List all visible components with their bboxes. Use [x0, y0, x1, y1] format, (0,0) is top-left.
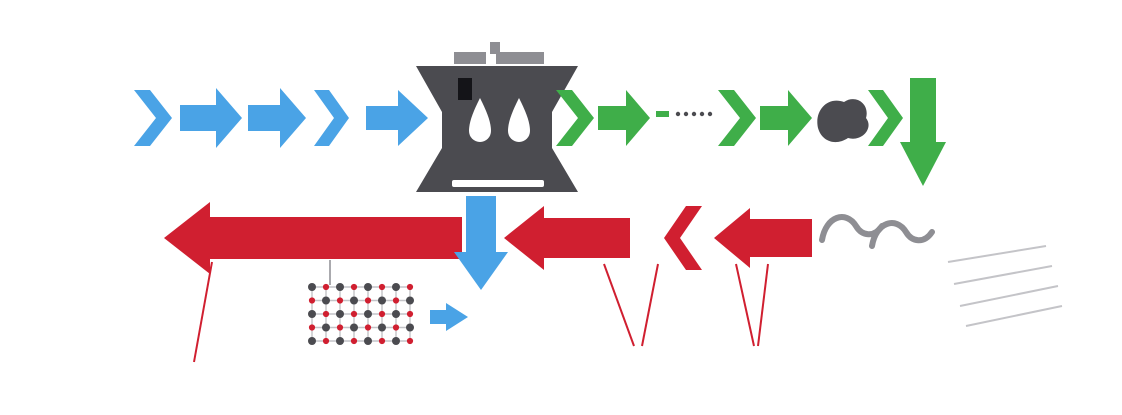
layer-lines-icon	[947, 245, 1063, 327]
lattice-atom-dark	[350, 296, 358, 305]
lattice-atom-red	[322, 310, 330, 318]
powder-blob-icon	[817, 99, 869, 143]
lattice-atom-dark	[392, 283, 400, 291]
lattice-atom-red	[336, 324, 344, 331]
top-flow-left	[134, 88, 428, 148]
lattice-atom-red	[378, 283, 386, 291]
green-arrow-icon	[760, 90, 812, 146]
blue-arrow-icon	[366, 90, 428, 146]
lattice-atom-dark	[308, 337, 316, 345]
furnace-lid-left	[454, 52, 486, 64]
callout-line	[735, 263, 755, 347]
furnace-slot	[452, 180, 544, 187]
lattice-atom-red	[350, 310, 358, 318]
callout-lines	[193, 261, 769, 363]
molecule-chain-icon	[819, 214, 935, 249]
lattice-atom-red	[406, 283, 414, 291]
furnace-lid-right	[496, 52, 544, 64]
lattice-atom-red	[350, 337, 358, 345]
dotted-line-icon	[675, 111, 713, 117]
green-chevron-icon	[718, 90, 756, 146]
lattice-atom-dark	[322, 296, 330, 305]
red-left-arrow-icon	[504, 206, 630, 270]
lattice-atom-dark	[364, 283, 372, 291]
crucible-droplet-left-icon	[469, 98, 491, 142]
furnace-body	[416, 66, 578, 192]
lattice-atom-red	[336, 297, 344, 304]
lattice-atom-dark	[364, 310, 372, 318]
lattice-atom-dark	[322, 323, 330, 332]
lattice-atom-red	[378, 337, 386, 345]
callout-line	[757, 263, 769, 347]
lattice-atom-red	[364, 324, 372, 331]
blue-right-arrow-small-icon	[430, 303, 468, 331]
blue-arrow-icon	[180, 88, 242, 148]
furnace-hook	[490, 42, 500, 54]
lattice-atom-red	[350, 283, 358, 291]
lattice-atom-dark	[336, 310, 344, 318]
green-chevron-icon	[556, 90, 594, 146]
lattice-atom-dark	[406, 296, 414, 305]
red-chevron-left-icon	[664, 206, 702, 270]
crucible-droplet-right-icon	[508, 98, 530, 142]
lattice-atom-red	[322, 337, 330, 345]
green-down-arrow-icon	[900, 78, 946, 186]
lattice-atom-red	[364, 297, 372, 304]
callout-line	[641, 263, 659, 347]
dash-icon	[656, 111, 669, 117]
lattice-atom-dark	[378, 296, 386, 305]
lattice-atom-red	[406, 310, 414, 318]
lattice-atom-dark	[336, 283, 344, 291]
green-arrow-icon	[598, 90, 650, 146]
lattice-atom-dark	[350, 323, 358, 332]
lattice-atom-dark	[308, 283, 316, 291]
red-left-arrow-icon	[164, 202, 462, 274]
red-left-arrow-icon	[714, 208, 812, 268]
green-chevron-icon	[868, 90, 903, 146]
lattice-atom-red	[406, 337, 414, 345]
crystal-lattice-icon	[308, 283, 414, 345]
lattice-atom-dark	[308, 310, 316, 318]
furnace-window	[458, 78, 472, 100]
blue-down-arrow-icon	[454, 196, 508, 290]
lattice-atom-dark	[392, 337, 400, 345]
lattice-atom-red	[308, 297, 316, 304]
lattice-atom-dark	[364, 337, 372, 345]
lattice-atom-dark	[378, 323, 386, 332]
blue-chevron-icon	[314, 90, 349, 146]
top-flow-right	[556, 78, 946, 186]
callout-line	[603, 263, 635, 347]
lattice-atom-dark	[406, 323, 414, 332]
furnace-icon	[416, 42, 578, 192]
lattice-atom-red	[308, 324, 316, 331]
callout-line	[193, 261, 213, 363]
blue-chevron-icon	[134, 90, 172, 146]
lattice-atom-red	[392, 324, 400, 331]
lattice-atom-red	[322, 283, 330, 291]
lattice-atom-dark	[336, 337, 344, 345]
lattice-atom-red	[392, 297, 400, 304]
lattice-atom-red	[378, 310, 386, 318]
lattice-atom-dark	[392, 310, 400, 318]
blue-arrow-icon	[248, 88, 306, 148]
